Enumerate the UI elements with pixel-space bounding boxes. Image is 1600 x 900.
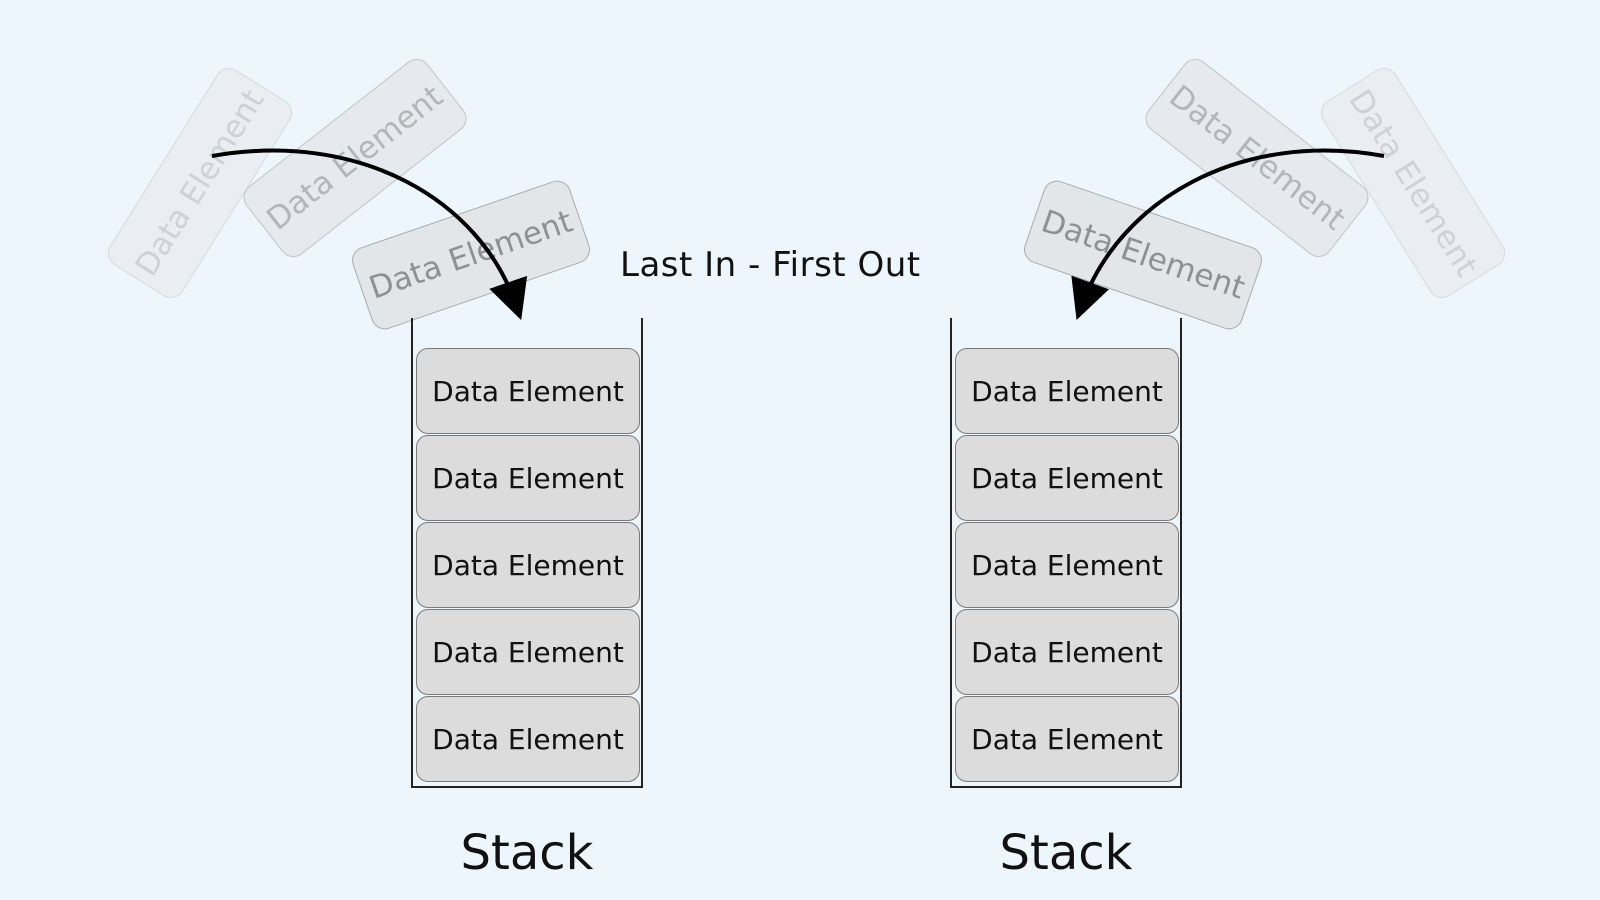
push-arrow-right — [1071, 148, 1385, 321]
stack-element: Data Element — [416, 609, 640, 695]
stack-element: Data Element — [416, 435, 640, 521]
stack-element: Data Element — [955, 348, 1179, 434]
stack-container-left: Data Element Data Element Data Element D… — [411, 318, 643, 788]
stack-element: Data Element — [955, 522, 1179, 608]
stack-label-left: Stack — [460, 825, 594, 881]
stack-element: Data Element — [416, 348, 640, 434]
stack-element: Data Element — [955, 435, 1179, 521]
stack-label-right: Stack — [999, 825, 1133, 881]
stack-container-right: Data Element Data Element Data Element D… — [950, 318, 1182, 788]
diagram-title: Last In - First Out — [620, 245, 921, 285]
push-arrow-left — [211, 148, 528, 321]
stack-element: Data Element — [416, 522, 640, 608]
stack-element: Data Element — [416, 696, 640, 782]
stack-element: Data Element — [955, 696, 1179, 782]
stack-element: Data Element — [955, 609, 1179, 695]
